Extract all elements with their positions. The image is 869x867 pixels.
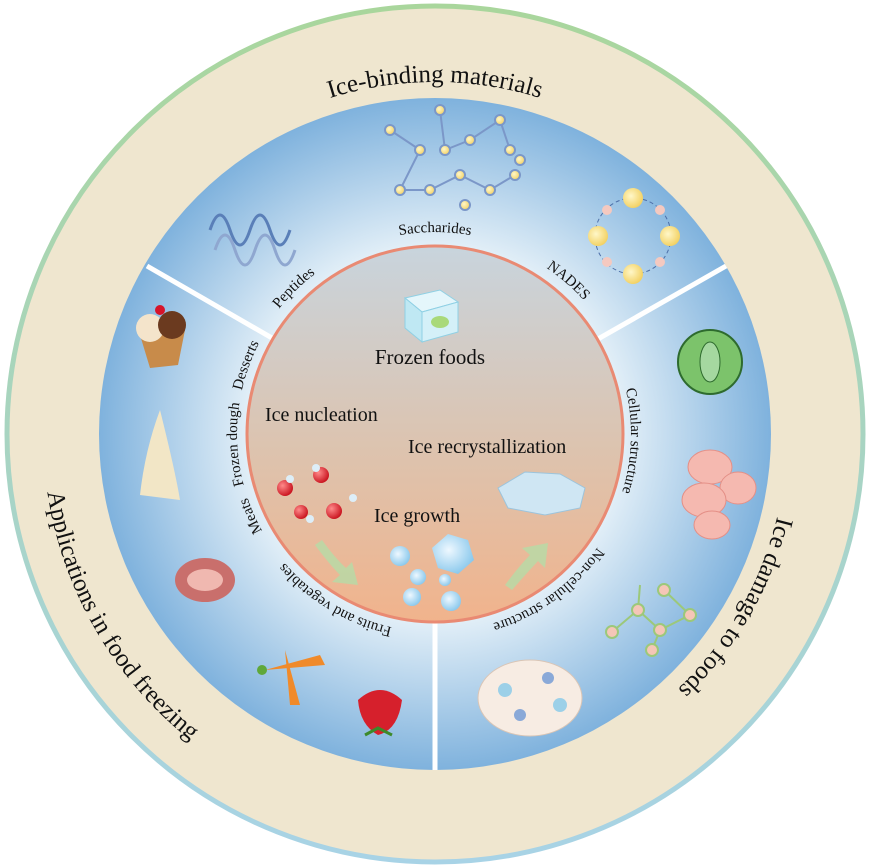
plant-cells-icon	[677, 329, 743, 395]
arrow-left-icon	[315, 540, 358, 585]
strawberry-icon	[358, 690, 402, 737]
emulsion-icon	[477, 659, 583, 737]
peptides-helix-icon	[208, 213, 297, 267]
animal-cells-icon	[681, 449, 757, 540]
center-title: Frozen foods	[375, 345, 485, 369]
dessert-icon	[136, 305, 186, 368]
ice-crystals-icon	[390, 534, 474, 611]
nades-ring-icon	[588, 188, 680, 284]
sector-dividers	[145, 263, 728, 770]
carrots-icon	[257, 650, 325, 705]
arrow-right-icon	[505, 543, 548, 590]
label-ice-recrystallization: Ice recrystallization	[408, 436, 566, 458]
meat-icon	[175, 558, 235, 602]
label-ice-nucleation: Ice nucleation	[265, 404, 378, 426]
frozen-dough-icon	[140, 410, 180, 500]
ice-block-icon	[497, 471, 586, 516]
label-ice-growth: Ice growth	[374, 505, 460, 527]
saccharides-chain-icon	[384, 104, 526, 211]
polymer-network-icon	[605, 583, 697, 657]
label-saccharides: Saccharides	[397, 220, 472, 239]
water-molecules-icon	[277, 464, 357, 523]
ice-cube-icon	[403, 289, 460, 344]
center-circle	[245, 244, 625, 624]
